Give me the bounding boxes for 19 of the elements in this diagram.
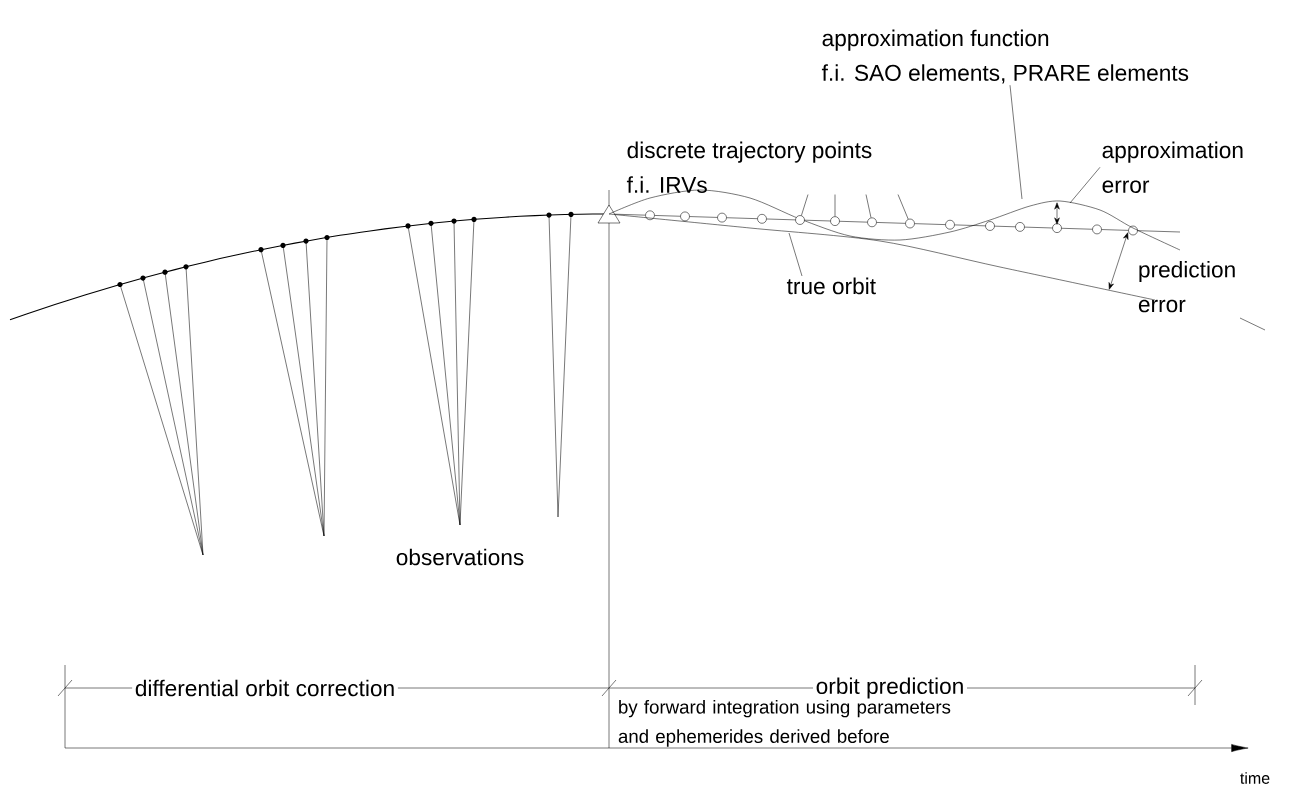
trajectory-point bbox=[795, 215, 805, 225]
leader-line bbox=[788, 232, 803, 277]
callout-text: discrete trajectory points f.i. IRVs bbox=[626, 141, 872, 193]
leader-line bbox=[1009, 84, 1023, 200]
label-text: by forward integration using parameters and ephemerides derived before bbox=[618, 699, 951, 747]
trajectory-point bbox=[905, 218, 915, 229]
leader-line bbox=[1069, 167, 1101, 204]
label-text: observations bbox=[396, 548, 524, 566]
trajectory-point bbox=[867, 217, 877, 228]
leader-line bbox=[801, 194, 809, 216]
leader-line bbox=[834, 194, 836, 217]
trajectory-point bbox=[830, 216, 840, 226]
label-text: time bbox=[1240, 772, 1270, 784]
label-text: prediction error bbox=[1138, 260, 1235, 313]
leader-line bbox=[897, 194, 909, 220]
leader-line bbox=[865, 194, 872, 218]
callout-text: approximation error bbox=[1102, 141, 1243, 193]
callout-text: approximation function f.i. SAO elements, PRARE elements bbox=[821, 29, 1189, 84]
label-text: differential orbit correction bbox=[132, 677, 398, 699]
